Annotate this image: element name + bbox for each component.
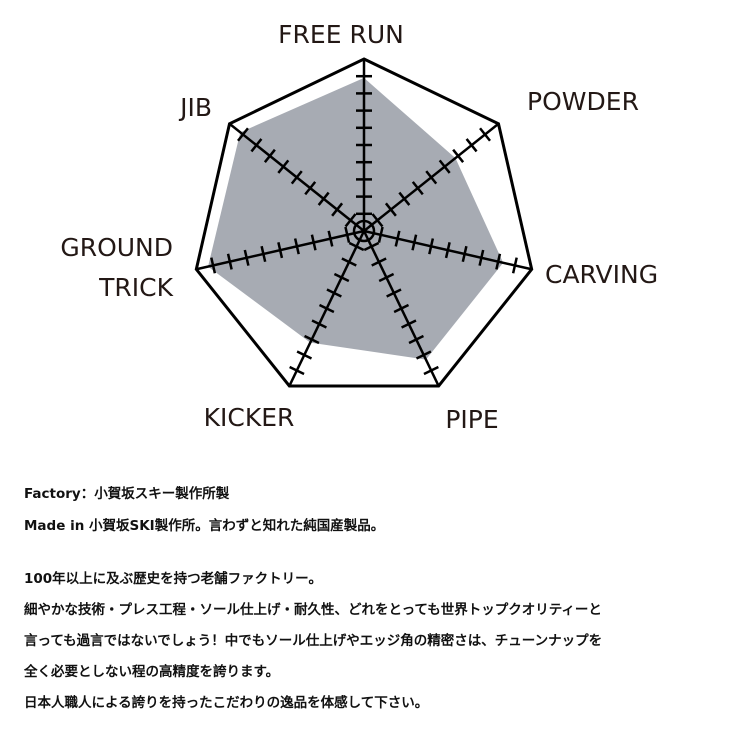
axis-tick [210, 257, 217, 274]
radar-ticks [210, 74, 518, 376]
axis-tick [331, 202, 344, 217]
axis-tick [290, 170, 303, 185]
axis-tick [495, 253, 502, 270]
axis-label: PIPE [445, 405, 498, 434]
description-line: 細やかな技術・プレス工程・ソール仕上げ・耐久性、どれをとっても世界トップクオリテ… [24, 602, 602, 618]
axis-tick [461, 245, 468, 263]
axis-tick [479, 127, 491, 142]
axis-tick [363, 241, 380, 252]
axis-tick [263, 148, 276, 163]
axis-label: JIB [178, 93, 212, 122]
axis-tick [341, 257, 357, 267]
axis-tick [394, 230, 401, 247]
made-in-line: Made in 小賀坂SKI製作所。言わずと知れた純国産製品。 [24, 518, 385, 534]
axis-tick [384, 202, 397, 217]
axis-tick [348, 241, 365, 252]
factory-line: Factory：小賀坂スキー製作所製 [24, 486, 230, 502]
axis-tick [511, 257, 518, 274]
axis-tick [317, 191, 330, 206]
axis-tick [293, 238, 300, 255]
spec-block: Factory：小賀坂スキー製作所製 Made in 小賀坂SKI製作所。言わず… [24, 483, 724, 547]
axis-tick [311, 319, 327, 329]
description-line: 全く必要としない程の高精度を誇ります。 [24, 664, 280, 680]
axis-tick [428, 238, 435, 255]
axis-tick [250, 138, 263, 153]
axis-tick [326, 288, 342, 298]
axis-tick [398, 191, 411, 206]
center-ring [352, 219, 376, 243]
description-block: 100年以上に及ぶ歴史を持つ老舗ファクトリー。 細やかな技術・プレス工程・ソール… [24, 568, 724, 723]
axis-label: CARVING [545, 260, 658, 289]
axis-tick [452, 148, 465, 163]
axis-tick [260, 245, 267, 263]
description-line: 日本人職人による誇りを持ったこだわりの逸品を体感して下さい。 [24, 695, 429, 711]
axis-tick [444, 242, 451, 259]
axis-tick [438, 159, 451, 174]
axis-tick [371, 213, 384, 228]
axis-tick [277, 159, 290, 174]
axis-tick [327, 230, 334, 247]
axis-tick [304, 334, 320, 345]
axis-tick [411, 234, 418, 251]
axis-tick [478, 249, 485, 266]
axis-tick [401, 319, 417, 329]
axis-tick [425, 170, 438, 185]
axis-tick [377, 226, 384, 243]
description-line: 言っても過言ではないでしょう！中でもソール仕上げやエッジ角の精密さは、チューンナ… [24, 633, 603, 649]
axis-tick [423, 365, 439, 376]
axis-tick [237, 127, 249, 142]
axis-tick [289, 365, 305, 376]
axis-tick [393, 303, 410, 314]
axis-label: POWDER [527, 87, 639, 116]
axis-tick [371, 257, 387, 267]
axis-tick [415, 350, 432, 360]
axis-tick [386, 288, 402, 298]
axis-tick [408, 334, 424, 345]
axis-tick [411, 181, 424, 196]
axis-tick [304, 181, 317, 196]
axis-tick [310, 234, 317, 251]
axis-label: FREE RUN [278, 20, 404, 49]
axis-tick [333, 272, 350, 283]
description-line: 100年以上に及ぶ歴史を持つ老舗ファクトリー。 [24, 571, 323, 587]
axis-tick [344, 213, 357, 228]
axis-tick [318, 303, 335, 314]
axis-tick [243, 249, 250, 266]
axis-tick [344, 226, 351, 243]
axis-tick [465, 138, 478, 153]
axis-tick [226, 253, 233, 270]
axis-tick [296, 350, 313, 360]
data-area [208, 77, 504, 360]
axis-tick [277, 242, 284, 259]
radar-outline [194, 57, 534, 388]
axis-tick [378, 272, 395, 283]
axis-label: KICKER [204, 403, 295, 432]
